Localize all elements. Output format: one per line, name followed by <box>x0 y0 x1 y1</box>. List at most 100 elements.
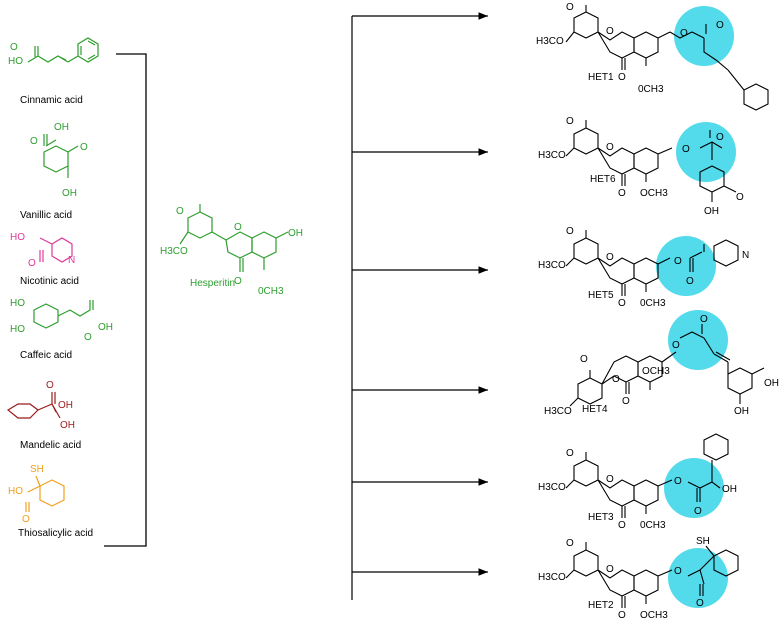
thiosalicylic-atom-o: O <box>22 514 30 525</box>
het3-atom-o: O <box>566 448 574 459</box>
het3-atom-oh: OH <box>722 484 737 495</box>
het5-atom-och3: 0CH3 <box>640 298 666 309</box>
het3-atom-ester-o: O <box>674 476 682 487</box>
het3-atom-och3: 0CH3 <box>640 520 666 531</box>
het3-atom-keto: O <box>618 520 626 531</box>
caffeic-acid-label: Caffeic acid <box>20 350 72 361</box>
het2-atom-carbonyl-o: O <box>696 598 704 609</box>
cinnamic-acid-structure <box>27 37 99 63</box>
het2-product: O H3CO O O SH O O OCH3 HET2 <box>538 536 739 621</box>
acid-bracket <box>104 53 147 547</box>
het6-highlight <box>676 122 736 182</box>
het1-atom-carbonyl-o: O <box>716 20 724 31</box>
het2-atom-keto: O <box>618 610 626 621</box>
het6-atom-h3co: H3CO <box>538 150 566 161</box>
het6-atom-och3: OCH3 <box>640 188 668 199</box>
het1-atom-ester-o: O <box>680 28 688 39</box>
hesperitin-atom-keto: O <box>234 276 242 287</box>
nicotinic-acid-label: Nicotinic acid <box>20 276 79 287</box>
het3-highlight <box>664 458 724 518</box>
vanillic-acid-structure <box>43 134 79 178</box>
caffeic-atom-o: O <box>84 332 92 343</box>
vanillic-atom-o: O <box>30 136 38 147</box>
het3-product: O H3CO O O O O OH 0CH3 HET3 <box>538 433 737 531</box>
het4-atom-keto: O <box>622 396 630 407</box>
vanillic-atom-oh2: OH <box>62 188 77 199</box>
het4-atom-oh2: OH <box>734 406 749 417</box>
vanillic-acid-label: Vanillic acid <box>20 210 72 221</box>
het2-atom-ester-o: O <box>674 566 682 577</box>
het2-atom-och3: OCH3 <box>640 610 668 621</box>
hesperitin-atom-h3co: H3CO <box>160 246 188 257</box>
het6-atom-o: O <box>566 116 574 127</box>
het6-atom-ome: O <box>736 192 744 203</box>
het2-label: HET2 <box>588 600 614 611</box>
het6-atom-ring-o: O <box>606 142 614 153</box>
het5-atom-h3co: H3CO <box>538 260 566 271</box>
caffeic-atom-ho1: HO <box>10 298 25 309</box>
nicotinic-atom-ho: HO <box>10 232 25 243</box>
het3-atom-carbonyl-o: O <box>694 506 702 517</box>
het5-product: O H3CO O O O O 0CH3 N HET5 <box>538 226 749 309</box>
thiosalicylic-acid-structure <box>25 475 65 512</box>
het2-highlight <box>668 548 728 608</box>
het3-atom-h3co: H3CO <box>538 482 566 493</box>
het5-atom-ester-o: O <box>674 256 682 267</box>
het6-atom-carbonyl-o: O <box>716 132 724 143</box>
cinnamic-atom-o: O <box>10 42 18 53</box>
het5-label: HET5 <box>588 290 614 301</box>
hesperitin-atom-och3: 0CH3 <box>258 286 284 297</box>
caffeic-acid-structure <box>33 300 94 329</box>
hesperitin-atom-oh: OH <box>288 228 303 239</box>
het1-atom-h3co: H3CO <box>536 36 564 47</box>
het4-label: HET4 <box>582 404 608 415</box>
het4-product: O O O O H3CO O OCH3 OH OH HET4 <box>544 310 779 417</box>
het6-label: HET6 <box>590 174 616 185</box>
het1-atom-keto: O <box>618 72 626 83</box>
thiosalicylic-atom-sh: SH <box>30 464 44 475</box>
het6-atom-oh: OH <box>704 206 719 217</box>
mandelic-atom-oh2: OH <box>60 420 75 431</box>
hesperitin-atom-o: O <box>176 206 184 217</box>
hesperitin-structure <box>179 204 289 272</box>
het2-atom-h3co: H3CO <box>538 572 566 583</box>
het5-atom-n: N <box>742 250 749 261</box>
het2-atom-sh: SH <box>696 536 710 547</box>
het1-atom-ring-o: O <box>606 26 614 37</box>
caffeic-atom-oh: OH <box>98 322 113 333</box>
het6-product: O H3CO O O O O OCH3 OH O HET6 <box>538 116 744 217</box>
cinnamic-acid-label: Cinnamic acid <box>20 95 83 106</box>
het6-atom-keto: O <box>618 188 626 199</box>
mandelic-acid-structure <box>6 392 61 419</box>
het1-label: HET1 <box>588 72 614 83</box>
het1-atom-och3: 0CH3 <box>638 84 664 95</box>
vanillic-atom-ome: O <box>80 142 88 153</box>
hesperitin-label: Hesperitin <box>190 278 235 289</box>
het4-highlight <box>668 310 728 370</box>
het5-atom-carbonyl-o: O <box>686 276 694 287</box>
nicotinic-acid-structure <box>39 237 73 263</box>
reaction-arrows <box>351 12 488 600</box>
het1-product: O H3CO O O O O 0CH3 HET1 <box>536 2 769 111</box>
het5-highlight <box>656 236 716 296</box>
het2-atom-ring-o: O <box>606 564 614 575</box>
het4-atom-h3co: H3CO <box>544 406 572 417</box>
het1-atom-o: O <box>566 2 574 13</box>
acid-list: O HO Cinnamic acid O OH O OH Vanillic ac… <box>6 37 113 539</box>
caffeic-atom-ho2: HO <box>10 324 25 335</box>
nicotinic-atom-o: O <box>28 258 36 269</box>
het5-atom-o: O <box>566 226 574 237</box>
het1-highlight <box>674 6 734 66</box>
mandelic-acid-label: Mandelic acid <box>20 440 81 451</box>
het3-label: HET3 <box>588 512 614 523</box>
vanillic-atom-oh: OH <box>54 122 69 133</box>
thiosalicylic-atom-ho: HO <box>8 486 23 497</box>
het3-atom-ring-o: O <box>606 474 614 485</box>
mandelic-atom-oh: OH <box>58 400 73 411</box>
het4-atom-o: O <box>580 354 588 365</box>
het5-atom-keto: O <box>618 298 626 309</box>
cinnamic-atom-ho: HO <box>8 56 23 67</box>
het2-atom-o: O <box>566 538 574 549</box>
het4-atom-oh1: OH <box>764 378 779 389</box>
